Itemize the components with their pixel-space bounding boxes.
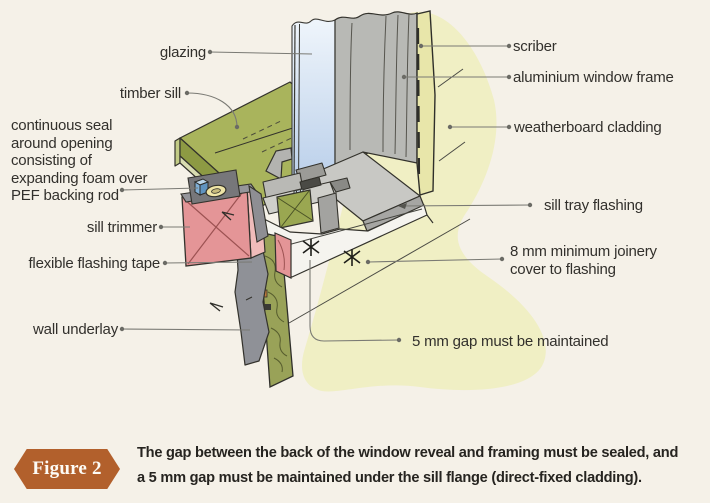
label-joinery-cover: 8 mm minimum joinery cover to flashing xyxy=(510,243,657,278)
label-aluminium-window-frame: aluminium window frame xyxy=(513,69,674,86)
sill-trimmer-rear xyxy=(274,232,292,279)
label-scriber: scriber xyxy=(513,38,557,55)
label-sill-tray-flashing: sill tray flashing xyxy=(544,197,643,214)
figure-badge: Figure 2 xyxy=(14,449,120,489)
label-wall-underlay: wall underlay xyxy=(33,321,118,338)
dimension-markers xyxy=(302,239,361,266)
label-timber-sill: timber sill xyxy=(119,85,181,102)
frame-sill-surface xyxy=(306,151,425,232)
leader-dots xyxy=(119,43,533,343)
glazing-shape xyxy=(291,18,336,193)
continuous-seal-shape xyxy=(187,169,241,205)
label-5mm-gap: 5 mm gap must be maintained xyxy=(412,333,609,350)
label-sill-trimmer: sill trimmer xyxy=(86,219,157,236)
label-flexible-flashing-tape: flexible flashing tape xyxy=(28,255,160,272)
clip-mark xyxy=(263,304,271,310)
label-glazing: glazing xyxy=(159,44,206,61)
timber-packer xyxy=(276,189,314,229)
label-weatherboard-cladding: weatherboard cladding xyxy=(514,119,662,136)
figure-badge-label: Figure 2 xyxy=(32,458,102,479)
scriber-shape xyxy=(416,10,436,196)
figure-caption: The gap between the back of the window r… xyxy=(137,445,679,486)
aluminium-frame-shape xyxy=(334,11,418,189)
sketch-ticks xyxy=(209,211,235,312)
cladding-sketch-lines xyxy=(288,68,471,324)
label-continuous-seal: continuous seal around opening consistin… xyxy=(11,117,148,204)
leader-lines xyxy=(121,45,531,342)
